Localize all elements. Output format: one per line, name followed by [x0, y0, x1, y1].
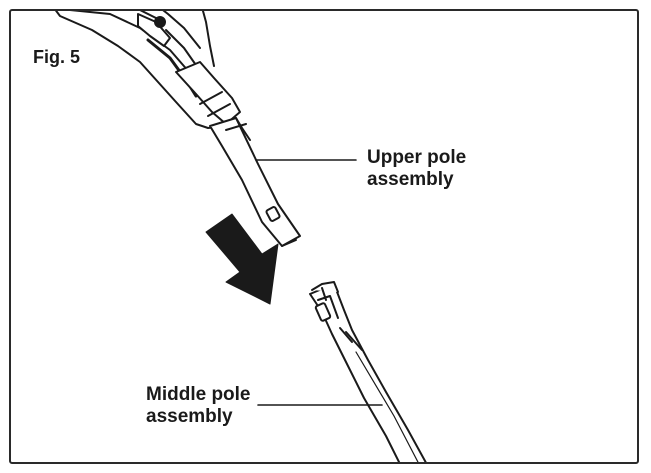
- middle-pole-label: Middle pole assembly: [146, 384, 251, 428]
- figure-frame: [9, 9, 639, 464]
- middle-pole-label-line1: Middle pole: [146, 384, 251, 405]
- figure-title: Fig. 5: [33, 47, 81, 67]
- arrow-down-left-icon: [205, 213, 279, 305]
- upper-pole-label-line2: assembly: [367, 169, 454, 190]
- upper-pole-label-line1: Upper pole: [367, 147, 467, 168]
- middle-pole-tube: [309, 281, 427, 462]
- middle-pole-label-line2: assembly: [146, 406, 233, 427]
- upper-pole-label: Upper pole assembly: [367, 147, 466, 191]
- upper-pole-tube: [209, 117, 301, 247]
